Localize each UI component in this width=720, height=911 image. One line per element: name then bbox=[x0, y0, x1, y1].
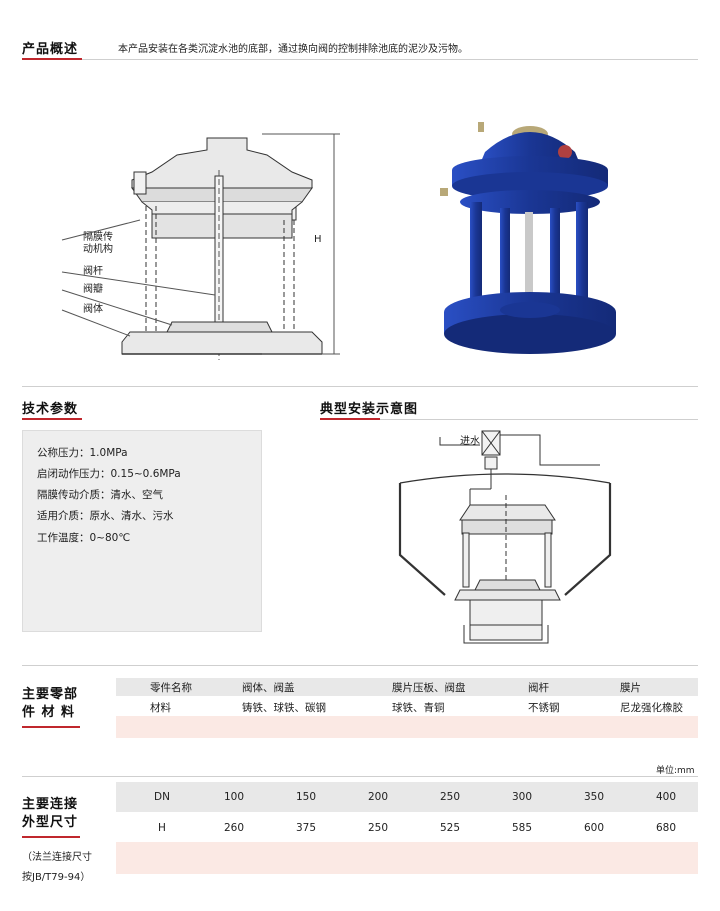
tech-title-underline bbox=[22, 418, 82, 420]
dims-dn-value: 150 bbox=[296, 791, 317, 803]
materials-empty-row bbox=[116, 716, 698, 738]
param-diaphragm-medium: 隔膜传动介质：清水、空气 bbox=[37, 489, 163, 501]
dims-dn-value: 250 bbox=[440, 791, 461, 803]
mat-row-stem: 不锈钢 bbox=[528, 702, 560, 714]
materials-value-row bbox=[116, 696, 698, 716]
dims-dn-value: 300 bbox=[512, 791, 533, 803]
dims-dn-value: 400 bbox=[656, 791, 677, 803]
label-diaphragm-line1: 隔膜传 bbox=[83, 232, 113, 243]
inlet-label: 进水 bbox=[460, 436, 480, 447]
tech-params-box: 公称压力：1.0MPa 启闭动作压力：0.15~0.6MPa 隔膜传动介质：清水… bbox=[22, 430, 262, 632]
label-body: 阀体 bbox=[83, 304, 103, 315]
mat-row-plate: 球铁、青铜 bbox=[392, 702, 445, 714]
mat-header-body: 阀体、阀盖 bbox=[242, 682, 295, 694]
install-diagram bbox=[398, 430, 612, 644]
unit-label: 单位:mm bbox=[656, 766, 695, 776]
materials-header-row bbox=[116, 678, 698, 696]
mat-header-stem: 阀杆 bbox=[528, 682, 549, 694]
dims-dn-value: 350 bbox=[584, 791, 605, 803]
dimensions-title-line1: 主要连接 bbox=[22, 797, 79, 812]
dims-dn-label: DN bbox=[154, 791, 170, 803]
label-disc: 阀瓣 bbox=[83, 284, 103, 295]
dims-h-value: 600 bbox=[584, 822, 605, 834]
mat-row-diaphragm: 尼龙强化橡胶 bbox=[620, 702, 683, 714]
dims-h-value: 680 bbox=[656, 822, 677, 834]
materials-title: 主要零部 件 材 料 bbox=[22, 686, 78, 722]
dims-h-value: 260 bbox=[224, 822, 245, 834]
dims-empty-row bbox=[116, 842, 698, 874]
dims-h-row bbox=[116, 812, 698, 842]
height-label: H bbox=[314, 234, 322, 245]
dims-dn-value: 200 bbox=[368, 791, 389, 803]
dimensions-title-line2: 外型尺寸 bbox=[22, 815, 79, 830]
valve-section-drawing bbox=[61, 133, 340, 360]
overview-text: 本产品安装在各类沉淀水池的底部，通过换向阀的控制排除池底的泥沙及污物。 bbox=[118, 44, 468, 55]
param-temperature: 工作温度：0~80℃ bbox=[37, 532, 131, 544]
dims-h-value: 585 bbox=[512, 822, 533, 834]
materials-title-line2: 件 材 料 bbox=[22, 705, 76, 720]
mat-header-part: 零件名称 bbox=[150, 682, 192, 694]
dimensions-note-line2: 按JB/T79-94） bbox=[22, 872, 91, 883]
overview-title: 产品概述 bbox=[22, 42, 79, 57]
label-diaphragm-line2: 动机构 bbox=[83, 244, 113, 255]
dims-h-value: 525 bbox=[440, 822, 461, 834]
dims-dn-row bbox=[116, 782, 698, 812]
mat-row-label: 材料 bbox=[150, 702, 171, 714]
materials-title-underline bbox=[22, 726, 80, 728]
dims-h-value: 375 bbox=[296, 822, 317, 834]
dims-h-label: H bbox=[158, 822, 166, 834]
install-title-underline bbox=[320, 418, 380, 420]
dimensions-title-underline bbox=[22, 836, 80, 838]
valve-product-image bbox=[440, 122, 616, 354]
dimensions-note-line1: （法兰连接尺寸 bbox=[22, 852, 92, 863]
install-title: 典型安装示意图 bbox=[320, 402, 419, 417]
mat-row-body: 铸铁、球铁、碳钢 bbox=[242, 702, 326, 714]
dims-dn-value: 100 bbox=[224, 791, 245, 803]
param-medium: 适用介质：原水、清水、污水 bbox=[37, 510, 174, 522]
section-divider bbox=[22, 386, 698, 387]
label-stem: 阀杆 bbox=[83, 266, 103, 277]
overview-divider bbox=[82, 59, 698, 60]
dimensions-top-divider bbox=[22, 776, 698, 777]
overview-title-underline bbox=[22, 58, 82, 60]
dims-h-value: 250 bbox=[368, 822, 389, 834]
mat-header-diaphragm: 膜片 bbox=[620, 682, 641, 694]
tech-title: 技术参数 bbox=[22, 402, 79, 417]
param-pressure: 公称压力：1.0MPa bbox=[37, 447, 128, 459]
mat-header-plate: 膜片压板、阀盘 bbox=[392, 682, 466, 694]
materials-title-line1: 主要零部 bbox=[22, 687, 79, 702]
dimensions-note: （法兰连接尺寸 按JB/T79-94） bbox=[22, 848, 92, 888]
dimensions-title: 主要连接 外型尺寸 bbox=[22, 796, 78, 832]
materials-top-divider bbox=[22, 665, 698, 666]
install-divider bbox=[380, 419, 698, 420]
label-diaphragm: 隔膜传 动机构 bbox=[83, 232, 113, 256]
param-action-pressure: 启闭动作压力：0.15~0.6MPa bbox=[37, 468, 181, 480]
